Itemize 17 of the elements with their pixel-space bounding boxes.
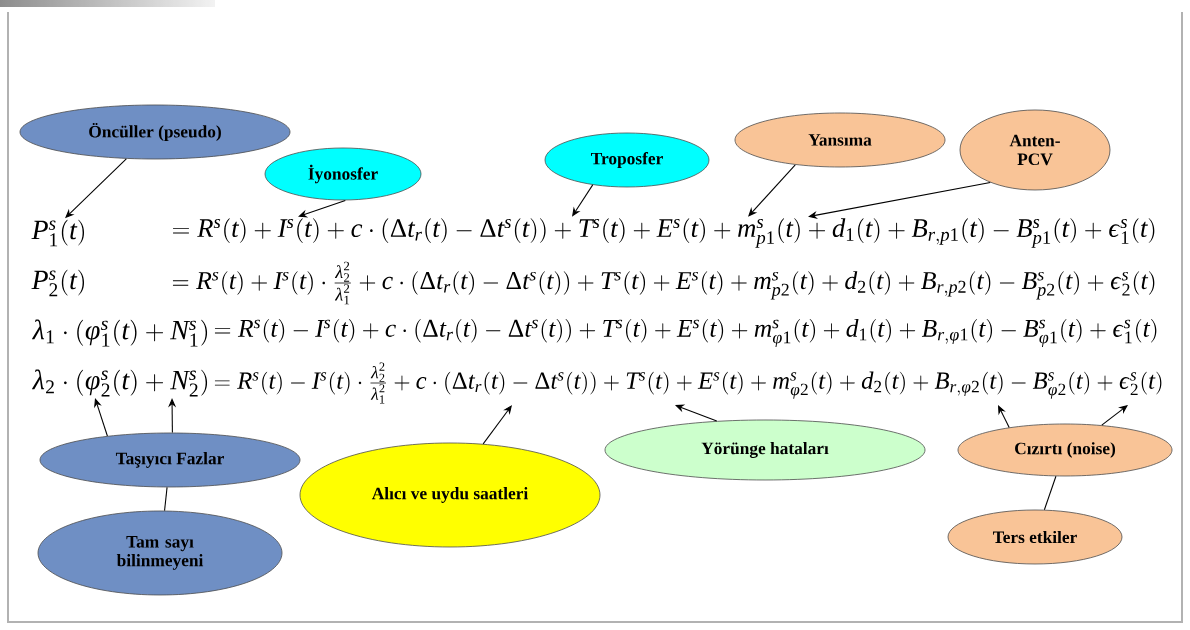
arrow bbox=[572, 184, 594, 217]
equation: $=R^s(t)+I^s(t)+c\cdot(\Delta t_r(t)-\Delta t^s(t))+T^s(t)+E^s(t)+m_{p1}^s(t)+d_1(t)+B_{r,p1}(t)-B^s_{p1}(t)+\varepsilon_1^s(t)$ bbox=[172, 218, 1155, 248]
equation: $\lambda_1\cdot\left(\phi_1^s(t)+N_1^s\right)$ bbox=[31, 319, 208, 347]
arrow bbox=[482, 405, 512, 445]
arrow bbox=[808, 181, 991, 219]
equation: $\lambda_2\cdot\left(\phi_2^s(t)+N_2^s\right)$ bbox=[31, 369, 208, 397]
arrow bbox=[998, 405, 1010, 428]
arrow bbox=[1101, 405, 1128, 426]
arrow bbox=[94, 398, 108, 437]
arrow bbox=[748, 164, 796, 217]
arrow bbox=[675, 404, 718, 422]
equation: $P_1^s(t)$ bbox=[31, 219, 84, 247]
equation: $P_2^s(t)$ bbox=[31, 269, 84, 297]
arrow bbox=[298, 199, 346, 218]
equation: $=R^s(t)-I^s(t)+c\cdot(\Delta t_r(t)-\Delta t^s(t))+T^s(t)+E^s(t)+m_{\phi 1}^s(t)+d_1(t)+B_{r,\phi 1}(t)-B^s_{\phi 1}(t)+\varepsilon_1^s(t)$ bbox=[214, 319, 1157, 347]
equation: $=R^s(t)+I^s(t)\cdot\frac{\lambda_2^2}{\lambda_1^2}+c\cdot(\Delta t_r(t)-\Delta t^s(t))+T^s(t)+E^s(t)+m_{p2}^s(t)+d_2(t)+B_{r,p2}(t)-B^s_{p2}(t)+\varepsilon_2^s(t)$ bbox=[172, 261, 1155, 305]
equation: $=R^s(t)-I^s(t)\cdot\frac{\lambda_2^2}{\lambda_1^2}+c\cdot(\Delta t_r(t)-\Delta t^s(t))+T^s(t)+E^s(t)+m_{\phi 2}^s(t)+d_2(t)+B_{r,\phi 2}(t)-B^s_{\phi 2}(t)+\varepsilon_2^s(t)$ bbox=[214, 362, 1162, 404]
